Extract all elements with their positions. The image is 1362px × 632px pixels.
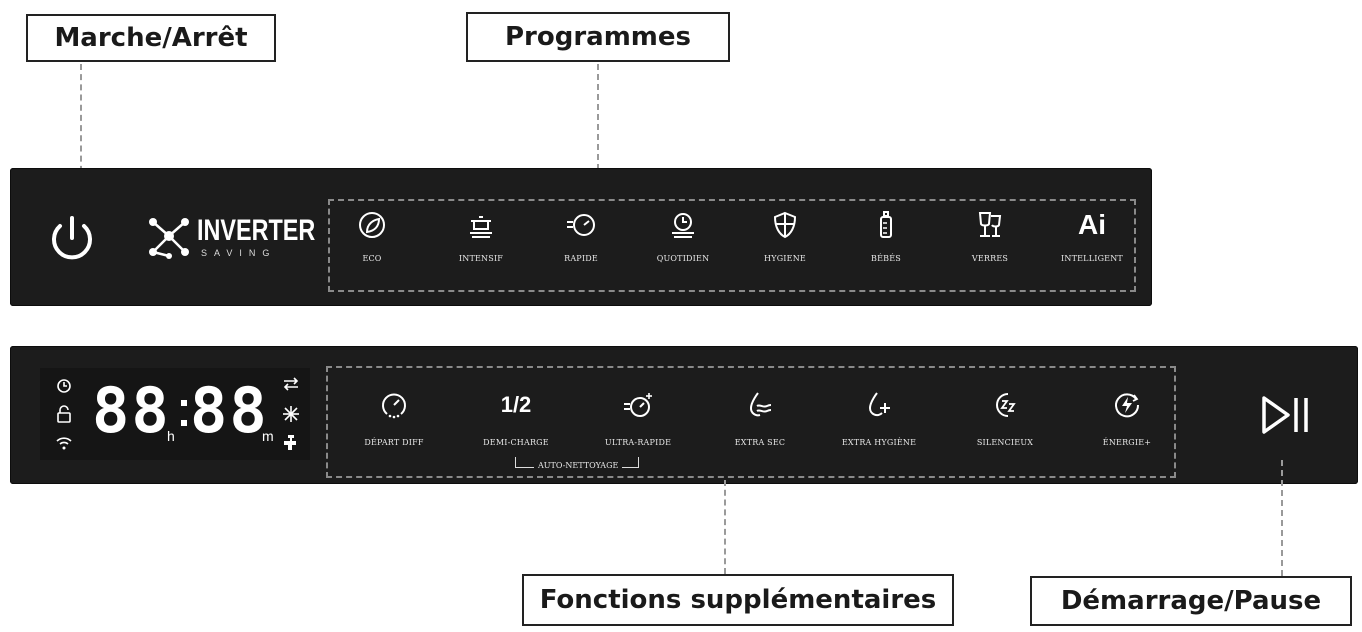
rinse-aid-icon [283,406,299,422]
clock-icon [57,379,71,393]
play-pause-icon [1262,396,1308,434]
program-label: ECO [362,254,382,263]
extra-hygiene-icon [868,392,890,417]
programs-group [328,199,1136,292]
program-rapide[interactable]: RAPIDE [526,208,636,263]
daily-plate-icon [672,213,694,238]
leader-functions [724,480,726,574]
speed-clock-icon [567,214,595,236]
callout-power: Marche/Arrêt [26,14,276,62]
minutes-digits: 88 [190,374,269,447]
function-depart-diff[interactable]: DÉPART DIFF [339,388,449,447]
function-label: DÉPART DIFF [364,438,424,447]
program-intensif[interactable]: INTENSIF [426,208,536,263]
delay-clock-icon [382,393,406,419]
program-label: VERRES [971,254,1009,263]
half-load-icon: 1/2 [500,392,532,417]
program-label: INTENSIF [458,254,504,263]
extra-dry-icon [750,392,772,417]
program-verres[interactable]: VERRES [935,208,1045,263]
wifi-icon [56,437,72,450]
function-silencieux[interactable]: SILENCIEUX [950,388,1060,447]
leader-programs [597,64,599,200]
function-label: SILENCIEUX [976,438,1034,447]
program-quotidien[interactable]: QUOTIDIEN [628,208,738,263]
ultra-fast-icon [624,393,652,417]
brand-sub: SAVING [201,248,277,258]
program-label: HYGIENE [764,254,806,263]
program-intelligent[interactable]: Ai INTELLIGENT [1037,208,1147,263]
glasses-icon [978,212,1002,237]
hours-unit: h [167,428,175,444]
shield-icon [773,211,797,239]
function-label: EXTRA SEC [734,438,786,447]
function-label: EXTRA HYGIÈNE [841,438,917,447]
rinse-arrows-icon [283,377,299,391]
minutes-unit: m [262,428,274,444]
function-energie[interactable]: ÉNERGIE+ [1072,388,1182,447]
function-label: ULTRA-RAPIDE [604,438,672,447]
program-label: BÉBÉS [871,254,901,263]
inverter-logo: INVERTER SAVING [145,212,315,262]
function-extra-sec[interactable]: EXTRA SEC [705,388,815,447]
colon [181,396,187,430]
program-hygiene[interactable]: HYGIENE [730,208,840,263]
functions-group [326,366,1176,478]
leaf-icon [359,212,385,238]
function-demi-charge[interactable]: 1/2 DEMI-CHARGE [461,388,571,447]
pot-icon [470,216,492,238]
control-panel-top [10,168,1152,306]
auto-clean-label: AUTO-NETTOYAGE [534,461,623,470]
function-ultra-rapide[interactable]: ULTRA-RAPIDE [583,388,693,447]
function-extra-hygiene[interactable]: EXTRA HYGIÈNE [824,388,934,447]
silent-icon [996,393,1016,417]
power-icon [52,216,92,260]
lock-icon [57,405,71,423]
molecule-icon [149,218,189,259]
function-label: ÉNERGIE+ [1102,438,1152,447]
energy-icon [1115,393,1140,418]
start-pause-button[interactable] [1258,392,1318,438]
hours-digits: 88 [92,374,171,447]
brand-name: INVERTER [197,214,316,247]
callout-functions: Fonctions supplémentaires [522,574,954,626]
function-label: DEMI-CHARGE [483,438,549,447]
program-label: RAPIDE [564,254,598,263]
time-display: 88 h 88 m [40,368,310,460]
callout-programs: Programmes [466,12,730,62]
leader-power [80,64,82,182]
program-bebes[interactable]: BÉBÉS [831,208,941,263]
callout-start-pause: Démarrage/Pause [1030,576,1352,626]
program-eco[interactable]: ECO [317,208,427,263]
baby-bottle-icon [880,211,892,238]
leader-start-pause [1281,460,1283,576]
program-label: INTELLIGENT [1061,254,1123,263]
power-button[interactable] [42,208,102,268]
ai-icon: Ai [1078,209,1106,240]
salt-tap-icon [284,435,296,450]
program-label: QUOTIDIEN [656,254,710,263]
